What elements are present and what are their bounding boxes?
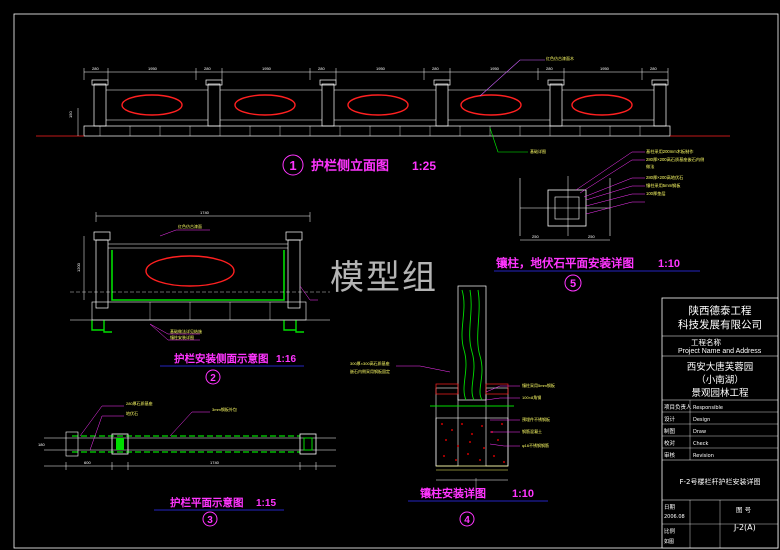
svg-text:280: 280 bbox=[92, 66, 99, 71]
row-value-responsible: Responsible bbox=[693, 405, 723, 411]
svg-text:180: 180 bbox=[38, 442, 45, 447]
svg-text:280: 280 bbox=[546, 66, 553, 71]
project-line-2: （小南湖） bbox=[696, 374, 744, 386]
row-value-check: Check bbox=[693, 441, 708, 447]
svg-text:3mm钢板外包: 3mm钢板外包 bbox=[212, 406, 237, 412]
svg-text:280: 280 bbox=[318, 66, 325, 71]
svg-text:镶柱采用5mm钢板: 镶柱采用5mm钢板 bbox=[522, 382, 555, 388]
svg-text:1950: 1950 bbox=[490, 66, 500, 71]
company-line-1: 陕西德泰工程 bbox=[689, 304, 752, 317]
row-label-revision: 审核 bbox=[664, 451, 676, 459]
date-label: 日期 bbox=[664, 504, 676, 511]
svg-text:280厚×200高地伏石: 280厚×200高地伏石 bbox=[646, 174, 683, 181]
row-value-revision: Revision bbox=[693, 453, 714, 459]
svg-text:280: 280 bbox=[204, 66, 211, 71]
project-label-en: Project Name and Address bbox=[678, 348, 762, 355]
svg-text:1950: 1950 bbox=[600, 66, 610, 71]
svg-text:镶柱安装详图: 镶柱安装详图 bbox=[170, 334, 194, 340]
svg-text:钢筋混凝土: 钢筋混凝土 bbox=[522, 428, 542, 434]
view-2-side-installation: 1740 1200 bbox=[70, 210, 330, 385]
svg-text:做法: 做法 bbox=[646, 163, 654, 170]
view-5-title: 镶柱，地伏石平面安装详图 bbox=[496, 256, 634, 270]
svg-text:280厚石质基座: 280厚石质基座 bbox=[126, 400, 153, 406]
view-2-title: 护栏安装侧面示意图 bbox=[174, 352, 269, 365]
view-3-title: 护栏平面示意图 bbox=[170, 496, 244, 509]
svg-text:250: 250 bbox=[588, 234, 595, 239]
view-2-number: 2 bbox=[210, 373, 216, 384]
view-5-scale: 1:10 bbox=[658, 258, 680, 270]
date-value: 2006.08 bbox=[664, 514, 685, 520]
svg-text:红色仿古漆面木: 红色仿古漆面木 bbox=[546, 55, 574, 61]
project-line-1: 西安大唐芙蓉园 bbox=[687, 361, 754, 373]
drawing-name: F-2号楼栏杆护栏安装详图 bbox=[679, 477, 760, 486]
view-1-scale: 1:25 bbox=[412, 159, 436, 173]
svg-text:1950: 1950 bbox=[376, 66, 386, 71]
svg-text:1950: 1950 bbox=[148, 66, 158, 71]
row-label-design: 设计 bbox=[664, 415, 676, 423]
svg-text:1740: 1740 bbox=[210, 460, 220, 465]
project-line-3: 景观园林工程 bbox=[691, 387, 749, 399]
svg-text:280: 280 bbox=[650, 66, 657, 71]
svg-text:280厚×200高石质基座嵌石内侧: 280厚×200高石质基座嵌石内侧 bbox=[646, 156, 704, 163]
view-1-title: 护栏侧立面图 bbox=[311, 158, 389, 174]
view-4-number: 4 bbox=[464, 515, 470, 526]
svg-text:100×8角钢: 100×8角钢 bbox=[522, 394, 541, 400]
view-2-scale: 1:16 bbox=[276, 354, 296, 365]
svg-text:250: 250 bbox=[532, 234, 539, 239]
view-5-post-plan: 250 250 基柱采用200mm木板制作 280厚×200高石质基座嵌石内侧 做… bbox=[494, 148, 704, 292]
svg-text:基础详图: 基础详图 bbox=[530, 148, 546, 154]
svg-text:预埋件不锈钢板: 预埋件不锈钢板 bbox=[522, 416, 550, 422]
svg-text:1950: 1950 bbox=[262, 66, 272, 71]
view-3-scale: 1:15 bbox=[256, 498, 276, 509]
row-value-draw: Draw bbox=[693, 429, 706, 435]
sheet-border bbox=[13, 13, 779, 549]
company-line-2: 科技发展有限公司 bbox=[678, 318, 762, 331]
svg-text:基础做法详见结施: 基础做法详见结施 bbox=[170, 328, 202, 334]
watermark: 模型组 bbox=[330, 258, 438, 298]
scale-value: 如图 bbox=[664, 538, 674, 545]
view-4-post-installation: 300厚×300高石质基座 嵌石内侧采用钢板固定 镶柱采用5mm钢板 100×8… bbox=[350, 285, 555, 527]
view-1-number: 1 bbox=[289, 158, 296, 173]
row-value-design: Design bbox=[693, 417, 710, 423]
drawing-number-label: 图 号 bbox=[736, 506, 752, 514]
row-label-draw: 制图 bbox=[664, 427, 676, 435]
drawing-number-value: J-2(A) bbox=[733, 523, 756, 532]
svg-text:红色仿古漆面: 红色仿古漆面 bbox=[178, 223, 202, 229]
svg-text:镶柱采用5mm钢板: 镶柱采用5mm钢板 bbox=[646, 182, 681, 189]
view-3-number: 3 bbox=[207, 515, 213, 526]
project-label: 工程名称 bbox=[691, 337, 721, 347]
svg-text:280: 280 bbox=[432, 66, 439, 71]
svg-text:150: 150 bbox=[68, 111, 73, 118]
title-block: 陕西德泰工程 科技发展有限公司 工程名称 Project Name and Ad… bbox=[661, 297, 779, 549]
row-label-responsible: 项目负责人 bbox=[664, 403, 692, 411]
svg-text:基柱采用200mm木板制作: 基柱采用200mm木板制作 bbox=[646, 148, 694, 155]
view-3-plan: 600 1740 180 280厚石质基座 地伏石 3mm钢板外包 3 护栏平面示… bbox=[38, 400, 336, 527]
svg-text:1740: 1740 bbox=[200, 210, 210, 215]
svg-text:300厚×300高石质基座: 300厚×300高石质基座 bbox=[350, 360, 390, 366]
svg-text:1200: 1200 bbox=[76, 262, 81, 272]
view-1-railing-elevation: 280 1950 280 1950 280 1950 280 1950 280 1950 28… bbox=[36, 55, 730, 176]
svg-text:地伏石: 地伏石 bbox=[126, 410, 138, 416]
row-label-check: 校对 bbox=[664, 439, 676, 447]
view-4-title: 镶柱安装详图 bbox=[420, 486, 486, 500]
svg-text:φ16不锈钢钢筋: φ16不锈钢钢筋 bbox=[522, 442, 549, 448]
scale-label: 比例 bbox=[664, 527, 676, 535]
svg-text:嵌石内侧采用钢板固定: 嵌石内侧采用钢板固定 bbox=[350, 368, 390, 374]
view-4-scale: 1:10 bbox=[512, 488, 534, 500]
svg-text:100厚垫层: 100厚垫层 bbox=[646, 190, 666, 197]
svg-text:600: 600 bbox=[84, 460, 91, 465]
view-5-number: 5 bbox=[570, 278, 576, 290]
